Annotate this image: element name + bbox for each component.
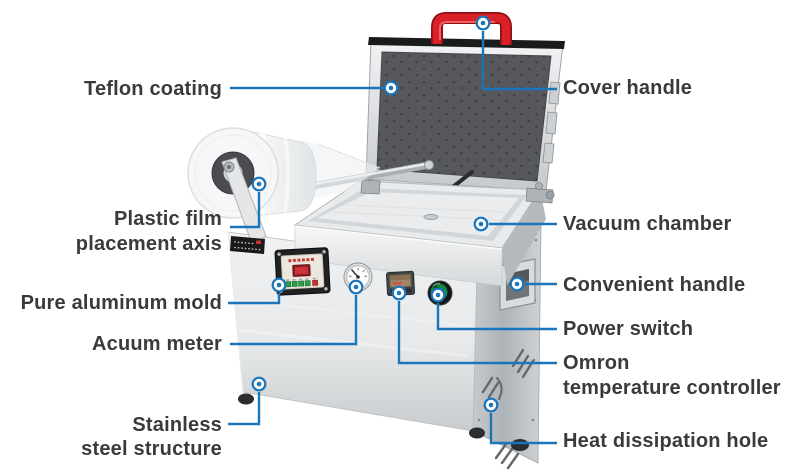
plastic-film-sheet xyxy=(300,140,380,202)
callout-markers xyxy=(251,15,525,413)
connector-acuum-meter xyxy=(230,295,358,346)
marker-vacuum-chamber xyxy=(473,216,489,232)
control-panel xyxy=(274,247,331,296)
brand-nameplate xyxy=(230,236,265,254)
label-pure-aluminum-mold: Pure aluminum mold xyxy=(20,292,222,314)
connector-power-switch xyxy=(436,303,557,331)
label-plastic-film-placement-axis: Plastic film placement axis xyxy=(75,208,222,255)
marker-omron-temperature-controller xyxy=(391,285,407,301)
film-roll-assembly xyxy=(187,127,434,245)
marker-acuum-meter xyxy=(348,279,364,295)
marker-convenient-handle xyxy=(509,276,525,292)
callout-connectors xyxy=(228,31,557,445)
connector-heat-dissipation-hole xyxy=(489,413,557,445)
connector-pure-aluminum-mold xyxy=(228,293,281,305)
controller-digits xyxy=(392,281,403,285)
lid-hinges xyxy=(360,173,555,204)
connector-cover-handle xyxy=(481,31,557,91)
marker-plastic-film-placement-axis xyxy=(251,176,267,192)
label-power-switch: Power switch xyxy=(563,318,694,340)
label-acuum-meter: Acuum meter xyxy=(91,333,222,355)
panel-screws xyxy=(277,250,328,293)
label-stainless-steel-structure: Stainless steel structure xyxy=(81,414,222,460)
marker-stainless-steel-structure xyxy=(251,376,267,392)
panel-buttons xyxy=(285,277,319,288)
marker-cover-handle xyxy=(475,15,491,31)
roll-support-arm xyxy=(221,157,267,245)
lid-hinge-blocks xyxy=(542,81,561,164)
marker-heat-dissipation-hole xyxy=(483,397,499,413)
label-omron-temperature-controller: Omron temperature controller xyxy=(563,352,781,399)
lid-top-trim xyxy=(368,37,565,49)
vacuum-chamber-tray xyxy=(293,173,555,287)
panel-header-text xyxy=(288,257,314,263)
connector-omron-temperature-controller xyxy=(397,301,557,365)
label-teflon-coating: Teflon coating xyxy=(84,78,222,100)
teflon-pad xyxy=(376,51,552,182)
connector-plastic-film-placement-axis xyxy=(230,192,261,229)
label-vacuum-chamber: Vacuum chamber xyxy=(563,213,732,235)
marker-teflon-coating xyxy=(383,80,399,96)
marker-pure-aluminum-mold xyxy=(271,277,287,293)
cover-handle-red xyxy=(431,12,512,45)
label-heat-dissipation-hole: Heat dissipation hole xyxy=(563,430,769,452)
marker-power-switch xyxy=(430,287,446,303)
label-convenient-handle: Convenient handle xyxy=(563,274,746,296)
connector-stainless-steel-structure xyxy=(228,392,261,426)
label-cover-handle: Cover handle xyxy=(563,77,693,99)
chamber-drain-port xyxy=(423,213,439,221)
